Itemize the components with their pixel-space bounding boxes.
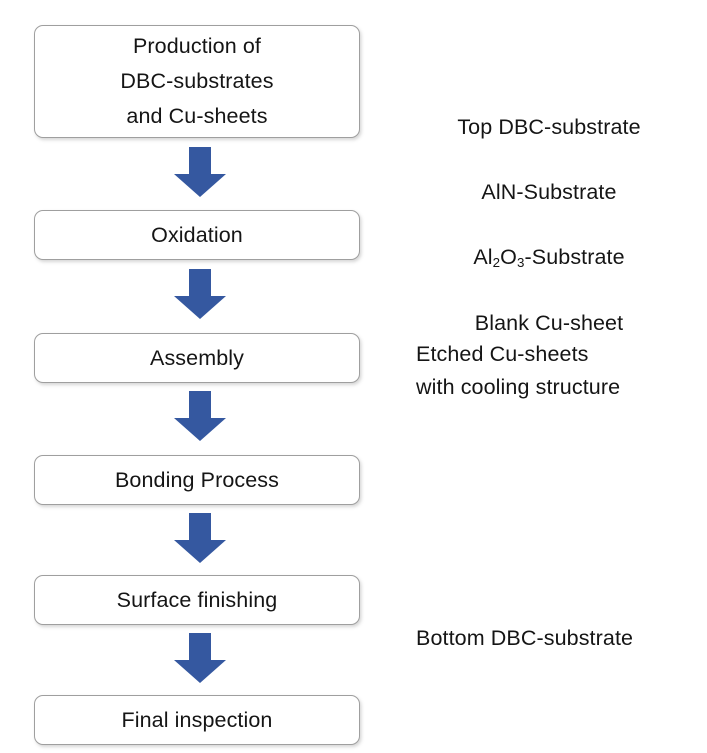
process-box-assembly[interactable]: Assembly <box>34 333 360 383</box>
alumina-formula-suffix: -Substrate <box>524 245 625 270</box>
process-box-bonding-process[interactable]: Bonding Process <box>34 455 360 505</box>
down-arrow-icon <box>173 513 227 563</box>
down-arrow-icon <box>173 633 227 683</box>
annotation-materials-line-2: AlN-Substrate <box>481 180 617 205</box>
process-box-label: Bonding Process <box>114 467 280 492</box>
annotation-materials-line-4: Blank Cu-sheet <box>474 310 624 335</box>
process-box-label: Final inspection <box>121 707 273 732</box>
alumina-formula-mid: O <box>500 245 517 270</box>
process-box-production[interactable]: Production of DBC-substrates and Cu-shee… <box>34 25 360 138</box>
process-box-label: Assembly <box>150 345 244 370</box>
process-box-label: Surface finishing <box>116 587 278 612</box>
down-arrow-icon <box>173 391 227 441</box>
alumina-formula-sub-1: 2 <box>492 254 501 270</box>
alumina-formula-prefix: Al <box>473 245 493 270</box>
annotation-bottom-dbc-substrate: Bottom DBC-substrate <box>416 626 634 650</box>
down-arrow-icon <box>173 147 227 197</box>
down-arrow-icon <box>173 269 227 319</box>
annotation-materials-line-3: Al2O3-Substrate <box>404 241 694 274</box>
annotation-etched-cu-sheets: Etched Cu-sheets with cooling structure <box>416 342 621 399</box>
process-box-surface-finishing[interactable]: Surface finishing <box>34 575 360 625</box>
process-box-final-inspection[interactable]: Final inspection <box>34 695 360 745</box>
process-box-label: Oxidation <box>151 222 243 247</box>
process-box-oxidation[interactable]: Oxidation <box>34 210 360 260</box>
annotation-materials-line-1: Top DBC-substrate <box>457 114 641 139</box>
alumina-formula-sub-2: 3 <box>516 254 525 270</box>
annotation-materials: Top DBC-substrate AlN-Substrate Al2O3-Su… <box>404 78 694 372</box>
process-box-label: Production of DBC-substrates and Cu-shee… <box>120 34 274 128</box>
